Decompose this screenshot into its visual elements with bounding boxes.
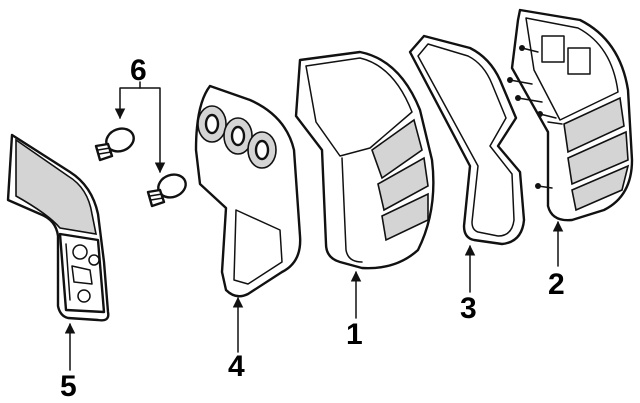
callout-3: 3 — [460, 292, 477, 325]
part-6-bulb-lower — [146, 173, 187, 208]
leader-6a — [114, 81, 141, 120]
callout-2: 2 — [548, 268, 565, 301]
part-6-bulb-upper — [94, 127, 135, 162]
part-4-reflector-plate — [194, 84, 302, 298]
leader-6b — [139, 87, 166, 174]
callout-6: 6 — [130, 54, 147, 87]
callout-5: 5 — [60, 370, 77, 403]
part-2-lamp-housing — [507, 8, 634, 222]
callout-labels: 5 4 1 3 2 6 — [60, 54, 565, 403]
part-5-socket-housing — [6, 133, 110, 322]
part-3-seal-gasket — [408, 34, 526, 246]
part-1-lamp-lens — [294, 50, 435, 270]
callout-4: 4 — [228, 350, 245, 383]
leader-lines — [64, 81, 564, 371]
callout-1: 1 — [346, 318, 363, 351]
